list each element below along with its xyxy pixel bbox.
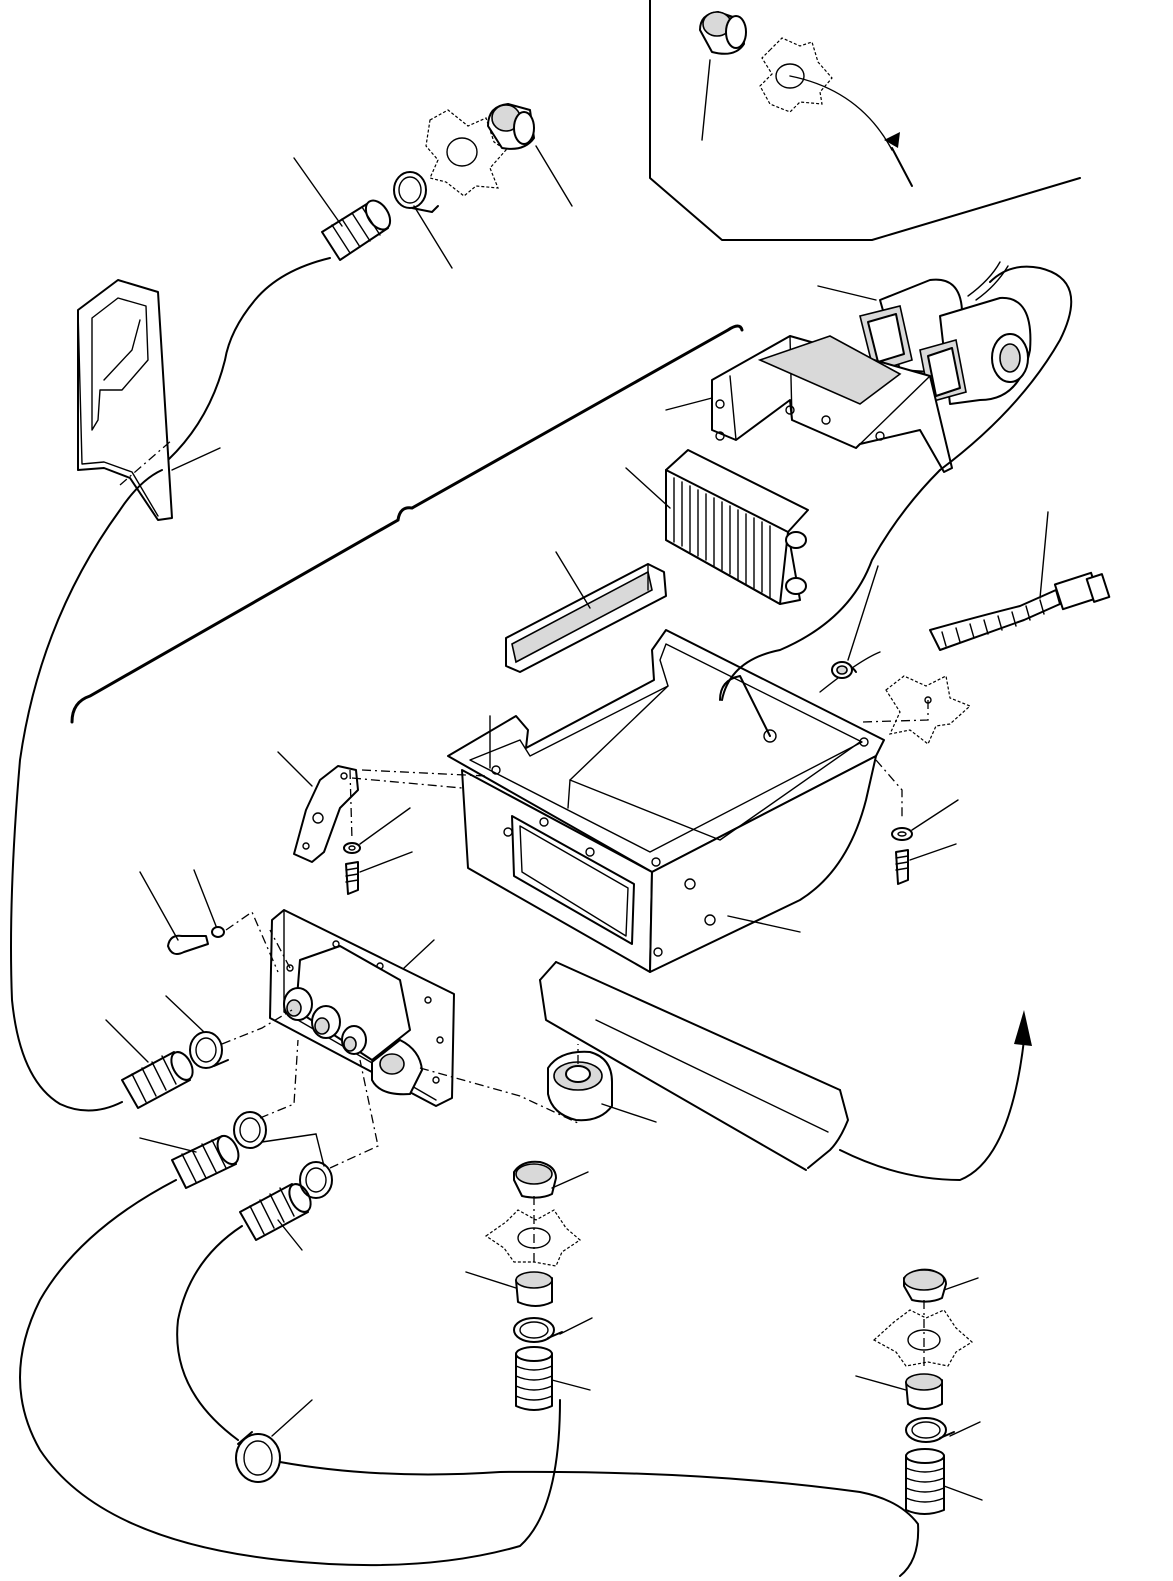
right-gasket-icon — [874, 1300, 972, 1366]
middle-grommet-icon — [514, 1162, 588, 1198]
bottom-clamp-icon — [236, 1400, 918, 1576]
middle-hose-icon — [20, 1040, 560, 1565]
upper-grommet-icon — [488, 104, 572, 206]
right-vertical-hose-icon — [906, 1449, 982, 1514]
upper-clamp-icon — [394, 172, 452, 268]
group-bracket-line — [72, 326, 742, 722]
floor-grommet-icon — [548, 1044, 656, 1122]
middle-vertical-hose-icon — [516, 1347, 590, 1410]
cab-floor-section — [540, 962, 1032, 1180]
filter-element-icon — [506, 552, 666, 672]
lower-hose-icon — [177, 1060, 378, 1440]
middle-bushing-icon — [466, 1272, 552, 1306]
valve-bolt-icon — [140, 870, 278, 972]
upper-gasket-icon — [426, 110, 506, 196]
blower-bracket-icon — [666, 336, 952, 472]
inset-gasket-icon — [760, 38, 912, 186]
upper-hose-icon — [168, 158, 395, 460]
right-bushing-icon — [856, 1374, 942, 1409]
core-fins — [674, 478, 770, 598]
inset-detail-frame — [650, 0, 1080, 240]
bracket-bolt-icon — [344, 808, 412, 894]
middle-clamp-icon — [514, 1318, 592, 1342]
left-clamp-icon — [166, 996, 292, 1068]
right-clamp-icon — [906, 1418, 980, 1442]
middle-gasket-icon — [486, 1196, 580, 1266]
left-hose-icon — [11, 470, 197, 1111]
mounting-bracket-icon — [278, 752, 486, 862]
heater-case-icon — [448, 267, 1071, 972]
wire-harness-icon — [820, 512, 1109, 744]
valve-plate-icon — [270, 910, 580, 1124]
right-grommet-icon — [904, 1270, 978, 1302]
right-bolt-icon — [876, 760, 958, 884]
heater-core-icon — [626, 450, 808, 604]
inset-grommet-icon — [700, 12, 746, 140]
side-duct-panel-icon — [78, 280, 220, 520]
blower-motor-icon — [818, 262, 1030, 404]
